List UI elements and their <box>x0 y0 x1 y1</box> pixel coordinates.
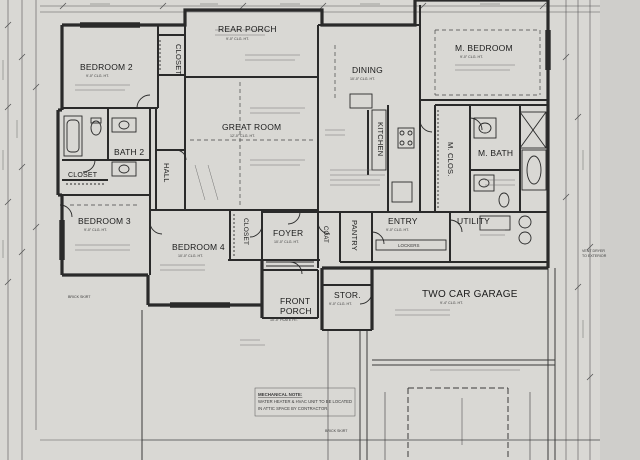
room-label-pantry: PANTRY <box>350 220 359 251</box>
room-label-storage: STOR. <box>334 290 361 300</box>
room-label-coat: COAT <box>322 226 328 243</box>
ceiling-height-great-room: 12'-0" CLG. HT. <box>230 134 255 138</box>
room-label-hall: HALL <box>162 163 171 183</box>
room-label-foyer: FOYER <box>273 228 303 238</box>
dimension-lines <box>2 0 600 460</box>
room-label-bedroom-4: BEDROOM 4 <box>172 242 225 252</box>
room-label-rear-porch: REAR PORCH <box>218 24 277 34</box>
mechanical-note-title: MECHANICAL NOTE: <box>258 392 303 397</box>
paper-edge-shadow <box>600 0 640 460</box>
room-label-front-porch-line2: PORCH <box>280 306 312 316</box>
vent-note-line2: TO EXTERIOR <box>582 254 607 258</box>
ceiling-height-bedroom-2: 9'-0" CLG. HT. <box>86 74 109 78</box>
room-label-bedroom-3: BEDROOM 3 <box>78 216 131 226</box>
mechanical-note-box <box>254 387 356 417</box>
room-label-closet-c: CLOSET <box>242 218 249 245</box>
ceiling-height-master-bedroom: 9'-0" CLG. HT. <box>460 55 483 59</box>
site-lines <box>141 268 600 460</box>
annotation-scribbles <box>75 29 520 371</box>
ceiling-height-dining: 10'-0" CLG. HT. <box>350 77 375 81</box>
brick-skirt-note-2: BRICK SKIRT <box>325 429 348 433</box>
plate-height-front-porch: 10'-0" PLATE HT. <box>270 318 298 322</box>
room-label-closet-a: CLOSET <box>174 44 183 75</box>
room-label-garage: TWO CAR GARAGE <box>422 289 518 300</box>
ceiling-height-rear-porch: 9'-0" CLG. HT. <box>226 37 249 41</box>
room-label-master-bedroom: M. BEDROOM <box>455 43 513 53</box>
room-label-kitchen: KITCHEN <box>376 122 385 156</box>
beam-lines <box>70 29 541 206</box>
ceiling-height-storage: 9'-0" CLG. HT. <box>329 302 352 306</box>
room-label-front-porch-line1: FRONT <box>280 296 310 306</box>
fixtures <box>59 22 551 308</box>
room-label-master-bath: M. BATH <box>478 148 513 158</box>
ceiling-height-entry: 9'-0" CLG. HT. <box>386 228 409 232</box>
room-label-great-room: GREAT ROOM <box>222 122 281 132</box>
room-label-entry: ENTRY <box>388 216 418 226</box>
room-label-dining: DINING <box>352 65 383 75</box>
room-label-bath-2: BATH 2 <box>114 147 144 157</box>
door-swings <box>59 94 483 305</box>
ceiling-height-bedroom-4: 10'-0" CLG. HT. <box>178 254 203 258</box>
mechanical-note-line1: WATER HEATER & HVAC UNIT TO BE LOCATED <box>258 399 352 404</box>
lockers-label: LOCKERS <box>398 243 420 248</box>
room-label-master-closet: M. CLOS. <box>446 142 455 177</box>
room-label-bedroom-2: BEDROOM 2 <box>80 62 133 72</box>
interior-walls <box>62 5 548 331</box>
ceiling-height-foyer: 10'-0" CLG. HT. <box>274 240 299 244</box>
room-labels: REAR PORCH 9'-0" CLG. HT. BEDROOM 2 9'-0… <box>68 24 518 322</box>
mechanical-note-line2: IN ATTIC SPACE BY CONTRACTOR. <box>258 406 328 411</box>
ceiling-height-garage: 9'-4" CLG. HT. <box>440 301 463 305</box>
general-notes: BRICK SKIRT BRICK SKIRT VENT DRYER TO EX… <box>68 249 607 433</box>
room-label-utility: UTILITY <box>457 216 490 226</box>
ceiling-height-bedroom-3: 9'-0" CLG. HT. <box>84 228 107 232</box>
brick-skirt-note-1: BRICK SKIRT <box>68 295 91 299</box>
vent-note-line1: VENT DRYER <box>582 249 605 253</box>
room-label-closet-b: CLOSET <box>68 172 98 179</box>
